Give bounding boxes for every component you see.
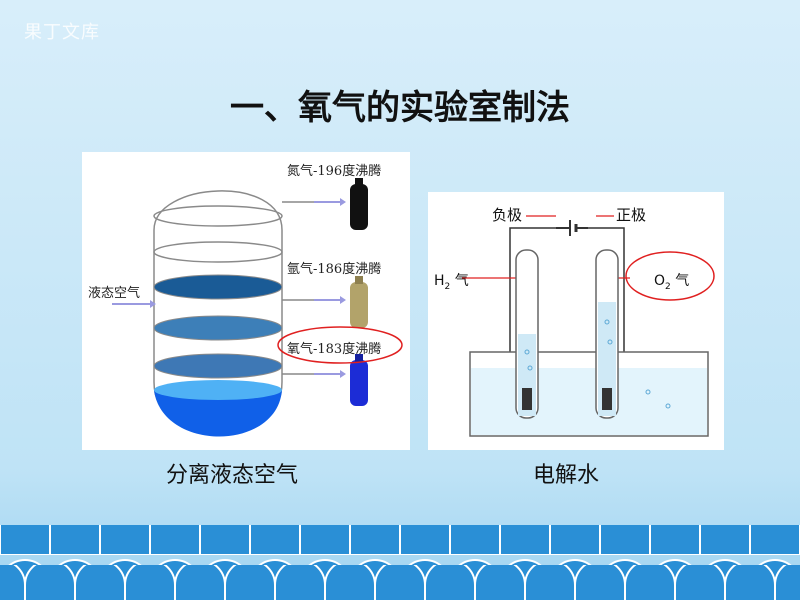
label-nitrogen: 氮气-196度沸腾 xyxy=(287,164,382,179)
bottle-oxygen xyxy=(350,354,368,406)
bottle-argon xyxy=(350,276,368,328)
label-o2-suffix: 气 xyxy=(675,273,690,289)
caption-left: 分离液态空气 xyxy=(165,463,298,488)
label-o2: O2 气 xyxy=(654,270,689,292)
label-h2: H2 气 xyxy=(434,270,469,292)
highlight-oxygen xyxy=(277,326,403,364)
label-h2-sub: 2 xyxy=(444,281,451,292)
liquid-bottom xyxy=(154,390,282,437)
label-argon: 氩气-186度沸腾 xyxy=(287,262,382,277)
distillation-panel: 氮气-196度沸腾 氩气-186度沸腾 氧气-183度沸腾 液态空气 xyxy=(82,152,410,450)
watermark: 果丁文库 xyxy=(24,22,100,43)
electrolysis-panel: 负极 正极 H2 气 O2 气 xyxy=(428,192,724,450)
plate-1 xyxy=(153,205,283,227)
label-h2-symbol: H xyxy=(434,273,445,289)
caption-right: 电解水 xyxy=(532,463,599,488)
liquid-surface xyxy=(154,380,282,400)
label-h2-suffix: 气 xyxy=(454,273,469,289)
highlight-o2 xyxy=(625,251,715,301)
distillation-diagram xyxy=(112,178,403,437)
label-o2-symbol: O xyxy=(654,273,666,289)
wave-pattern xyxy=(0,525,800,600)
label-liquid-air: 液态空气 xyxy=(88,286,141,301)
label-oxygen: 氧气-183度沸腾 xyxy=(287,342,382,357)
label-negative: 负极 xyxy=(492,206,523,224)
plate-4 xyxy=(153,315,283,341)
electrolysis-diagram xyxy=(462,215,715,437)
plate-5 xyxy=(153,353,283,379)
plate-2 xyxy=(153,241,283,263)
page-title: 一、氧气的实验室制法 xyxy=(230,88,570,128)
decorative-wave-band xyxy=(0,495,800,600)
label-positive: 正极 xyxy=(616,206,647,224)
plate-3 xyxy=(153,274,283,300)
bottle-nitrogen xyxy=(350,178,368,230)
label-o2-sub: 2 xyxy=(665,281,671,292)
